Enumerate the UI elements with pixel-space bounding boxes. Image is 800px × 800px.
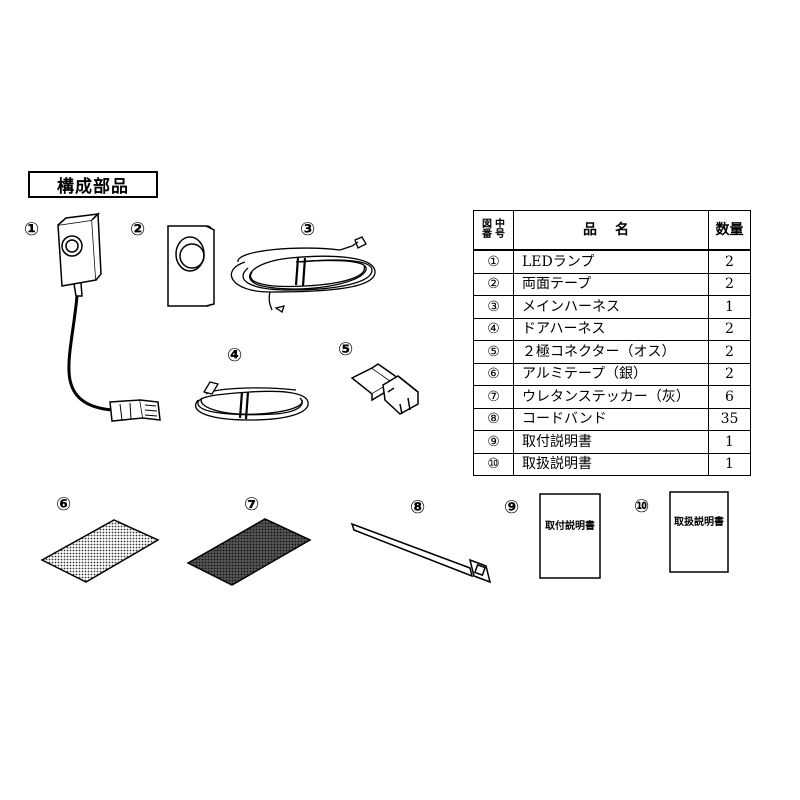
row-part-name: 両面テープ (513, 272, 709, 296)
row-number: ③ (473, 295, 514, 319)
main-harness-drawing (230, 236, 376, 314)
row-quantity: 1 (708, 295, 751, 319)
row-number: ⑤ (473, 340, 514, 364)
row-part-name: アルミテープ（銀） (513, 362, 709, 386)
row-quantity: 2 (708, 362, 751, 386)
urethane-sticker-drawing (186, 518, 312, 586)
cable-tie-drawing (350, 522, 492, 584)
item-number-6: ⑥ (56, 494, 72, 515)
row-part-name: メインハーネス (513, 295, 709, 319)
table-row: ① LEDランプ 2 (473, 249, 751, 274)
handling-manual-drawing (669, 491, 729, 573)
header-char: 番 (482, 229, 492, 240)
row-number: ⑧ (473, 407, 514, 431)
row-number: ② (473, 272, 514, 296)
row-quantity: 2 (708, 317, 751, 341)
row-quantity: 2 (708, 272, 751, 296)
header-char: 号 (495, 229, 505, 240)
row-number: ⑦ (473, 385, 514, 409)
item-number-4: ④ (227, 345, 243, 366)
row-number: ⑨ (473, 430, 514, 454)
header-char: 中 (495, 218, 505, 230)
table-row: ⑨ 取付説明書 1 (473, 430, 751, 454)
row-part-name: コードバンド (513, 407, 709, 431)
table-row: ③ メインハーネス 1 (473, 295, 751, 319)
row-number: ④ (473, 317, 514, 341)
item-number-9: ⑨ (504, 497, 520, 518)
row-number: ⑩ (473, 452, 514, 476)
led-lamp-drawing (57, 212, 161, 422)
two-pole-connector-drawing (350, 363, 419, 415)
row-quantity: 2 (708, 340, 751, 364)
header-figure-number: 図 中 番 号 (473, 210, 514, 251)
row-quantity: 6 (708, 385, 751, 409)
table-row: ⑧ コードバンド 35 (473, 407, 751, 431)
item-number-2: ② (130, 219, 146, 240)
installation-manual-drawing (539, 493, 601, 579)
door-harness-drawing (195, 381, 309, 421)
row-part-name: ２極コネクター（オス） (513, 340, 709, 364)
table-header-row: 図 中 番 号 品名 数量 (473, 210, 751, 251)
item-number-10: ⑩ (634, 496, 650, 517)
item-number-7: ⑦ (244, 494, 260, 515)
table-row: ② 両面テープ 2 (473, 272, 751, 296)
table-row: ⑤ ２極コネクター（オス） 2 (473, 340, 751, 364)
item-number-1: ① (24, 219, 40, 240)
row-part-name: 取扱説明書 (513, 452, 709, 476)
row-number: ① (473, 249, 514, 274)
double-sided-tape-drawing (167, 225, 215, 307)
row-quantity: 1 (708, 452, 751, 476)
row-part-name: 取付説明書 (513, 430, 709, 454)
header-quantity: 数量 (708, 210, 751, 251)
installation-manual-label: 取付説明書 (545, 521, 595, 532)
table-row: ⑩ 取扱説明書 1 (473, 452, 751, 476)
aluminium-tape-drawing (40, 519, 160, 583)
table-row: ④ ドアハーネス 2 (473, 317, 751, 341)
handling-manual-label: 取扱説明書 (674, 517, 724, 528)
header-part-name: 品名 (513, 210, 709, 251)
header-char: 図 (482, 218, 492, 230)
row-quantity: 1 (708, 430, 751, 454)
parts-table: 図 中 番 号 品名 数量 ① LEDランプ 2 ② 両面テープ 2 ③ メイン… (473, 210, 751, 476)
row-quantity: 2 (708, 249, 751, 274)
row-part-name: ウレタンステッカー（灰） (513, 385, 709, 409)
row-part-name: LEDランプ (513, 249, 709, 274)
table-row: ⑥ アルミテープ（銀） 2 (473, 362, 751, 386)
row-part-name: ドアハーネス (513, 317, 709, 341)
item-number-3: ③ (300, 219, 316, 240)
section-title: 構成部品 (28, 171, 158, 198)
item-number-8: ⑧ (410, 497, 426, 518)
item-number-5: ⑤ (338, 339, 354, 360)
row-quantity: 35 (708, 407, 751, 431)
row-number: ⑥ (473, 362, 514, 386)
table-row: ⑦ ウレタンステッカー（灰） 6 (473, 385, 751, 409)
